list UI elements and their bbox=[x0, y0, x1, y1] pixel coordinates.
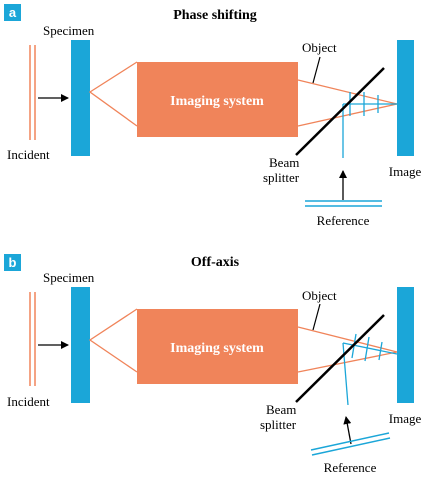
panel-tag-label: b bbox=[9, 255, 17, 270]
object-pointer bbox=[312, 56, 321, 84]
object-ray bbox=[297, 79, 398, 105]
object-ray bbox=[297, 326, 398, 353]
imaging-system-label: Imaging system bbox=[170, 341, 264, 356]
specimen-bar bbox=[71, 40, 90, 156]
beam-label: Beam bbox=[266, 402, 296, 417]
image-bar bbox=[397, 287, 414, 403]
beam-label: Beam bbox=[269, 155, 299, 170]
imaging-system-label: Imaging system bbox=[170, 94, 264, 109]
panel-title: Off-axis bbox=[191, 255, 240, 270]
reference-wavefront bbox=[364, 336, 370, 362]
panel-tag-box bbox=[4, 4, 21, 21]
panel-title: Phase shifting bbox=[173, 8, 257, 23]
specimen-ray bbox=[88, 308, 138, 373]
object-ray bbox=[297, 103, 398, 127]
incident-label: Incident bbox=[7, 147, 50, 162]
splitter-label: splitter bbox=[263, 170, 300, 185]
panel-a: a Phase shifting Incident Specimen Imagi… bbox=[4, 4, 421, 228]
splitter-label: splitter bbox=[260, 417, 297, 432]
panel-tag-label: a bbox=[9, 5, 17, 20]
reference-label: Reference bbox=[317, 213, 370, 228]
reference-plane bbox=[311, 437, 391, 456]
reference-plane bbox=[310, 432, 390, 451]
specimen-label: Specimen bbox=[43, 23, 95, 38]
reference-ray bbox=[342, 342, 398, 355]
object-pointer bbox=[312, 303, 321, 331]
panel-tag-box bbox=[4, 254, 21, 271]
specimen-ray bbox=[88, 61, 138, 127]
beam-splitter bbox=[295, 67, 385, 156]
object-label: Object bbox=[302, 40, 337, 55]
object-ray bbox=[297, 351, 398, 373]
image-label: Image bbox=[389, 164, 422, 179]
object-label: Object bbox=[302, 288, 337, 303]
specimen-label: Specimen bbox=[43, 270, 95, 285]
specimen-bar bbox=[71, 287, 90, 403]
panel-b: b Off-axis Incident Specimen Imaging sys… bbox=[4, 254, 421, 475]
reference-label: Reference bbox=[324, 460, 377, 475]
image-bar bbox=[397, 40, 414, 156]
beam-splitter bbox=[295, 314, 385, 403]
imaging-system-box bbox=[137, 62, 298, 137]
incident-label: Incident bbox=[7, 394, 50, 409]
reference-arrow bbox=[343, 416, 352, 445]
reference-wavefront bbox=[378, 341, 383, 361]
image-label: Image bbox=[389, 411, 422, 426]
imaging-system-box bbox=[137, 309, 298, 384]
